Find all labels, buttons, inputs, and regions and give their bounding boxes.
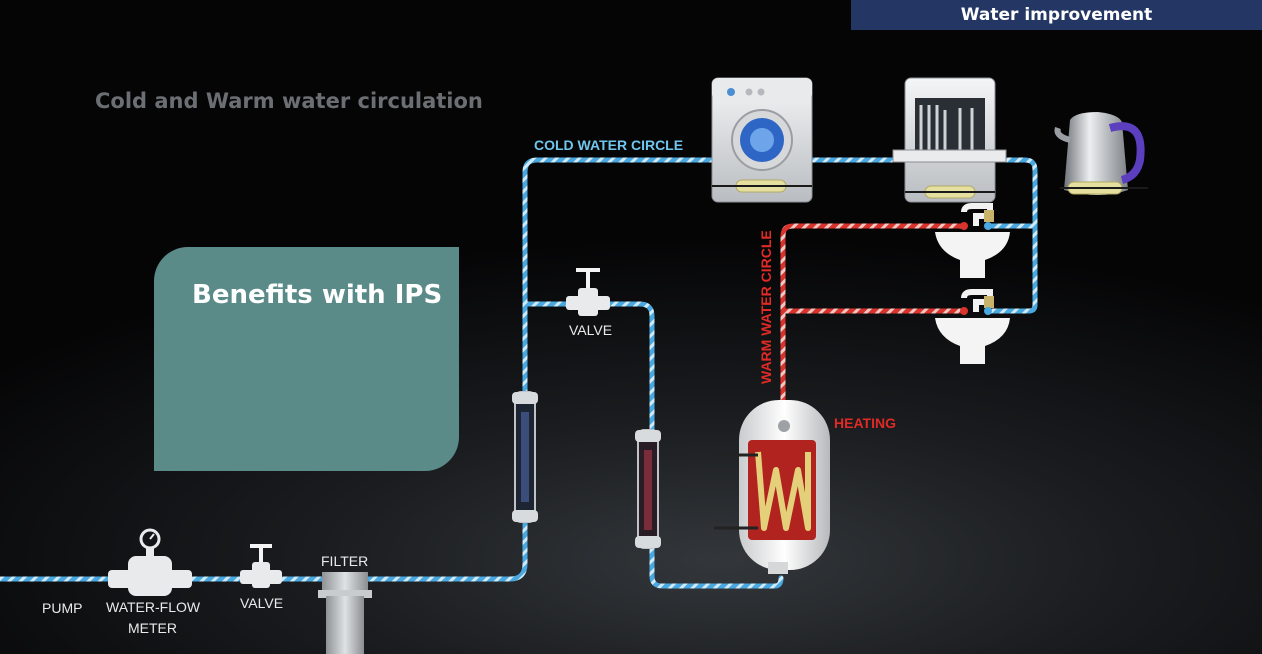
heating-label: HEATING (834, 415, 896, 431)
warm-water-circle-label: WARM WATER CIRCLE (758, 230, 774, 384)
valve-icon (240, 544, 282, 588)
valve-top-label: VALVE (569, 322, 612, 338)
section-title: Water improvement (960, 5, 1153, 25)
filter-icon (318, 572, 372, 654)
section-title-bar: Water improvement (851, 0, 1262, 30)
water-flow-meter-label-line2: METER (128, 620, 177, 636)
water-heater-icon (714, 400, 830, 574)
ips-device-icon (512, 391, 538, 523)
slide-subtitle: Cold and Warm water circulation (95, 89, 483, 113)
benefits-box: Benefits with IPS (154, 247, 459, 471)
kettle-icon (1054, 112, 1148, 195)
water-meter-icon (108, 528, 192, 596)
valve-icon (566, 268, 610, 316)
dishwasher-icon (892, 77, 1007, 203)
sink-icon (935, 289, 1010, 364)
benefits-box-label: Benefits with IPS (192, 280, 443, 310)
filter-label: FILTER (321, 553, 368, 569)
water-flow-meter-label-line1: WATER-FLOW (106, 599, 201, 615)
warm-water-pipes (780, 223, 963, 403)
cold-water-circle-label: COLD WATER CIRCLE (534, 137, 683, 153)
washing-machine-icon (711, 77, 813, 203)
ips-device-icon (635, 429, 661, 549)
sink-icon (935, 203, 1010, 278)
pump-label: PUMP (42, 600, 82, 616)
valve-bottom-label: VALVE (240, 595, 283, 611)
